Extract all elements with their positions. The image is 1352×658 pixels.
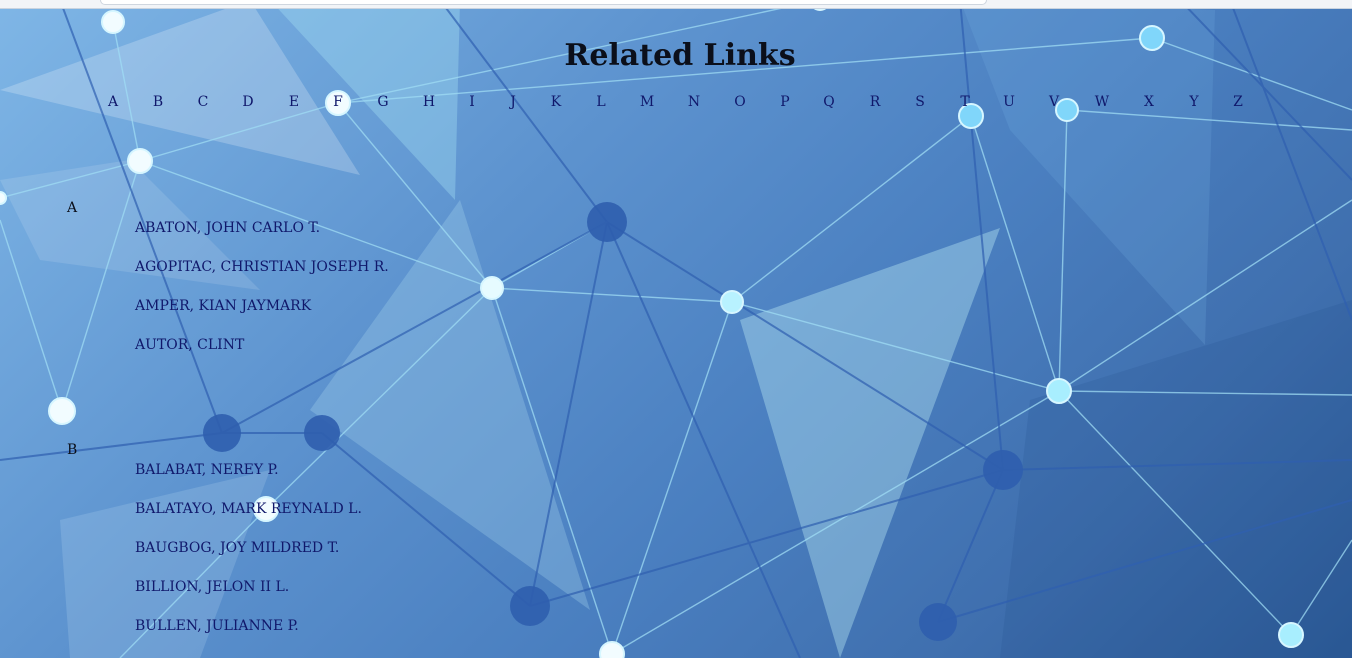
page-title: Related Links: [564, 38, 796, 73]
alphabet-link-q[interactable]: Q: [823, 94, 835, 110]
alphabet-link-s[interactable]: S: [915, 94, 925, 110]
alphabet-link-m[interactable]: M: [639, 94, 655, 110]
alphabet-link-e[interactable]: E: [288, 94, 300, 110]
alphabet-link-a[interactable]: A: [107, 94, 119, 110]
alphabet-link-g[interactable]: G: [377, 94, 389, 110]
alphabet-link-j[interactable]: J: [510, 94, 516, 110]
alphabet-link-c[interactable]: C: [197, 94, 209, 110]
name-list-b: BALABAT, NEREY P. BALATAYO, MARK REYNALD …: [135, 460, 362, 655]
alphabet-link-v[interactable]: V: [1048, 94, 1060, 110]
name-link[interactable]: AMPER, KIAN JAYMARK: [135, 298, 312, 314]
name-link[interactable]: AUTOR, CLINT: [135, 337, 245, 353]
name-link[interactable]: ABATON, JOHN CARLO T.: [135, 220, 321, 236]
section-heading-b: B: [67, 442, 78, 458]
alphabet-index: A B C D E F G H I J K L M N O P Q R S T U V W X Y Z: [0, 94, 1352, 118]
alphabet-link-l[interactable]: L: [596, 94, 606, 110]
browser-top-bar: [0, 0, 1352, 9]
alphabet-link-d[interactable]: D: [242, 94, 254, 110]
name-link[interactable]: AGOPITAC, CHRISTIAN JOSEPH R.: [135, 259, 389, 275]
name-link[interactable]: BALABAT, NEREY P.: [135, 462, 279, 478]
alphabet-link-b[interactable]: B: [152, 94, 164, 110]
alphabet-link-h[interactable]: H: [422, 94, 436, 110]
name-link[interactable]: BULLEN, JULIANNE P.: [135, 618, 299, 634]
alphabet-link-x[interactable]: X: [1144, 94, 1154, 110]
name-list-a: ABATON, JOHN CARLO T. AGOPITAC, CHRISTIAN…: [135, 218, 389, 374]
name-link[interactable]: BILLION, JELON II L.: [135, 579, 290, 595]
alphabet-link-o[interactable]: O: [734, 94, 746, 110]
alphabet-link-w[interactable]: W: [1094, 94, 1110, 110]
alphabet-link-i[interactable]: I: [469, 94, 475, 110]
alphabet-link-k[interactable]: K: [550, 94, 562, 110]
alphabet-link-z[interactable]: Z: [1233, 94, 1243, 110]
alphabet-link-p[interactable]: P: [780, 94, 790, 110]
alphabet-link-y[interactable]: Y: [1189, 94, 1199, 110]
name-link[interactable]: BALATAYO, MARK REYNALD L.: [135, 501, 362, 517]
alphabet-link-u[interactable]: U: [1003, 94, 1015, 110]
alphabet-link-f[interactable]: F: [333, 94, 343, 110]
section-heading-a: A: [67, 200, 78, 216]
name-link[interactable]: BAUGBOG, JOY MILDRED T.: [135, 540, 340, 556]
alphabet-link-t[interactable]: T: [960, 94, 970, 110]
address-field[interactable]: [100, 0, 987, 5]
alphabet-link-r[interactable]: R: [869, 94, 881, 110]
alphabet-link-n[interactable]: N: [687, 94, 701, 110]
